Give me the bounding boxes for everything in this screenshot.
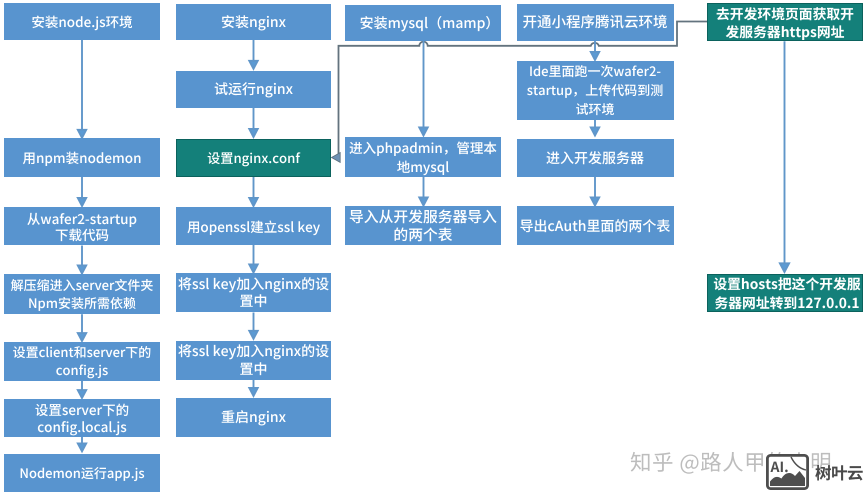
svg-text:AI.: AI. — [770, 457, 789, 477]
